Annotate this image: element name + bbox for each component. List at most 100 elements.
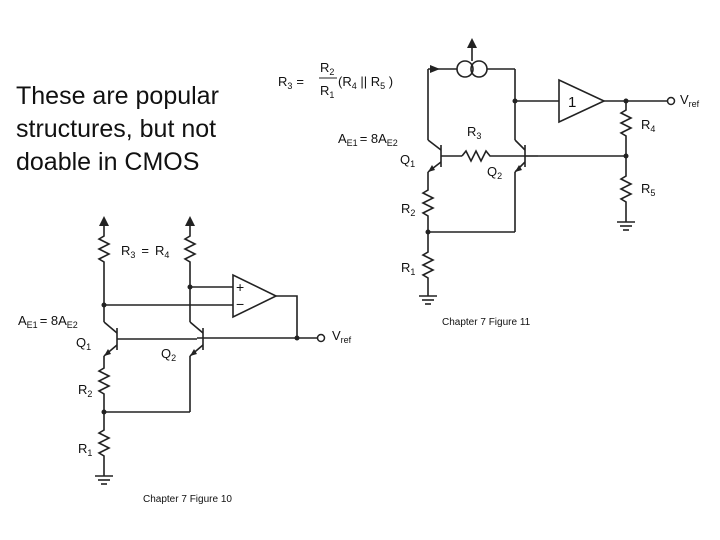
- svg-text:Q1: Q1: [76, 335, 91, 352]
- fig10-supply-left: [99, 216, 109, 230]
- text-line-3: doable in CMOS: [16, 148, 200, 176]
- fig10-ae-eq: = 8A: [40, 313, 67, 328]
- fig11-r5-resistor: [619, 156, 633, 222]
- fig11-buffer-gain: 1: [568, 94, 576, 111]
- svg-text:R3=R4: R3=R4: [121, 243, 169, 260]
- fig11-vref-label: V: [680, 92, 689, 107]
- fig11-r3-label: R: [467, 124, 476, 139]
- fig11-q1-transistor: [427, 139, 462, 173]
- fig11-r4-sub: 4: [650, 124, 655, 134]
- fig11-formula-num: R: [320, 60, 329, 75]
- svg-text:R1: R1: [320, 83, 334, 100]
- fig11-vref-sub: ref: [689, 99, 700, 109]
- svg-text:Q2: Q2: [161, 346, 176, 363]
- fig10-r1-resistor: [97, 412, 111, 476]
- fig10-vref-label: V: [332, 328, 341, 343]
- svg-text:Q1: Q1: [400, 152, 415, 169]
- fig10-r3-label: R: [121, 243, 130, 258]
- fig10-r1-sub: 1: [87, 448, 92, 458]
- fig11-r1-sub: 1: [410, 267, 415, 277]
- fig10-caption: Chapter 7 Figure 10: [143, 494, 232, 505]
- fig11-caption: Chapter 7 Figure 11: [442, 317, 531, 328]
- svg-text:R1: R1: [401, 260, 415, 277]
- slide-text: These are popular structures, but not do…: [16, 80, 219, 179]
- svg-text:AE1= 8AE2: AE1= 8AE2: [18, 313, 78, 330]
- svg-text:R1: R1: [78, 441, 92, 458]
- fig11-q1-label: Q: [400, 152, 410, 167]
- fig11-formula-num-sub: 2: [329, 67, 334, 77]
- fig10-q1-label: Q: [76, 335, 86, 350]
- fig11-r3-resistor: [461, 149, 525, 163]
- svg-text:R3: R3: [467, 124, 481, 141]
- fig11-r2-label: R: [401, 201, 410, 216]
- fig11-q2-sub: 2: [497, 171, 502, 181]
- fig11-r5-label: R: [641, 181, 650, 196]
- fig11-current-source: [427, 38, 516, 140]
- fig11-vref-terminal: [666, 96, 676, 106]
- fig10-plus: +: [236, 279, 244, 295]
- fig10-q2-transistor: [189, 321, 204, 412]
- fig11-r4-resistor: [619, 101, 633, 156]
- fig11-q2-transistor: [514, 101, 538, 232]
- figure-10: R3=R4 AE1= 8AE2 Q1 Q2 R2 R1 + − Vref Cha…: [18, 216, 352, 505]
- fig10-ground: [95, 475, 113, 485]
- fig11-ae2-sub: E2: [387, 138, 398, 148]
- svg-text:R2: R2: [320, 60, 334, 77]
- svg-text:R5: R5: [641, 181, 655, 198]
- fig11-q2-label: Q: [487, 164, 497, 179]
- fig11-formula-close: ): [385, 74, 393, 89]
- fig11-formula-par: || R: [357, 74, 380, 89]
- fig10-minus: −: [236, 296, 244, 312]
- svg-text:Vref: Vref: [332, 328, 352, 345]
- fig10-r2-label: R: [78, 382, 87, 397]
- fig10-ae2-sub: E2: [67, 320, 78, 330]
- fig11-r4-label: R: [641, 117, 650, 132]
- fig10-opamp: [232, 273, 278, 319]
- fig10-r2-sub: 2: [87, 389, 92, 399]
- fig10-q2-label: Q: [161, 346, 171, 361]
- fig10-q1-sub: 1: [86, 342, 91, 352]
- svg-text:AE1= 8AE2: AE1= 8AE2: [338, 131, 398, 148]
- fig11-r2-resistor: [421, 172, 435, 232]
- fig10-r4-label: R: [155, 243, 164, 258]
- fig11-formula-lhs: R: [278, 74, 287, 89]
- fig10-r2-resistor: [97, 356, 111, 412]
- svg-text:Vref: Vref: [680, 92, 700, 109]
- fig11-r1-label: R: [401, 260, 410, 275]
- text-line-2: structures, but not: [16, 115, 217, 143]
- fig11-formula-r4-sub: 4: [352, 81, 357, 91]
- fig11-formula-paren: (R: [338, 74, 352, 89]
- svg-text:R2: R2: [401, 201, 415, 218]
- svg-text:R3=: R3 =: [278, 74, 304, 91]
- fig11-ae1-sub: E1: [347, 138, 358, 148]
- fig11-ae-eq: = 8A: [360, 131, 387, 146]
- fig11-formula-den: R: [320, 83, 329, 98]
- fig11-formula-eq: =: [296, 74, 304, 89]
- fig10-r3-sub: 3: [130, 250, 135, 260]
- fig10-ae1-sub: E1: [27, 320, 38, 330]
- svg-text:(R4 || R5 ): (R4 || R5 ): [338, 74, 393, 91]
- fig11-formula-lhs-sub: 3: [287, 81, 292, 91]
- fig10-ae1-label: A: [18, 313, 27, 328]
- fig10-vref-sub: ref: [341, 335, 352, 345]
- fig10-q1-transistor: [103, 305, 197, 357]
- fig11-r5-sub: 5: [650, 188, 655, 198]
- fig11-formula-den-sub: 1: [329, 90, 334, 100]
- fig10-supply-right: [185, 216, 195, 230]
- text-line-1: These are popular: [16, 82, 219, 110]
- fig10-q2-sub: 2: [171, 353, 176, 363]
- fig10-r1-label: R: [78, 441, 87, 456]
- fig11-formula-r5-sub: 5: [380, 81, 385, 91]
- fig11-q1-sub: 1: [410, 159, 415, 169]
- fig10-eq: =: [141, 243, 149, 258]
- svg-text:R4: R4: [641, 117, 655, 134]
- svg-text:Q2: Q2: [487, 164, 502, 181]
- fig10-r3-resistor: [97, 230, 111, 305]
- svg-text:R2: R2: [78, 382, 92, 399]
- fig11-r2-sub: 2: [410, 208, 415, 218]
- fig11-ae1-label: A: [338, 131, 347, 146]
- fig11-buffer: [558, 78, 606, 124]
- fig10-r4-sub: 4: [164, 250, 169, 260]
- figure-11: R3= R2 R1 (R4 || R5 ): [278, 38, 700, 328]
